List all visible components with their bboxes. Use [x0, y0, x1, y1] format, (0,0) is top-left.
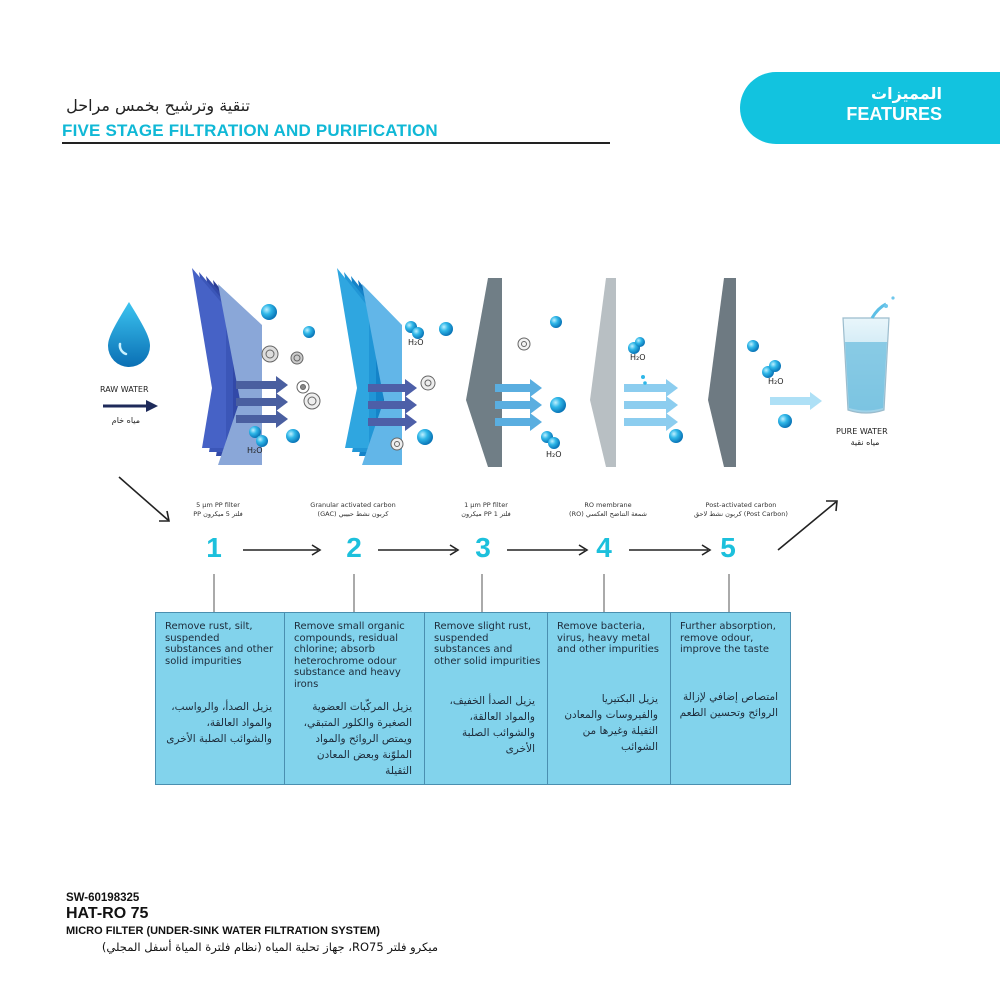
- stage-cell-4: Remove bacteria, virus, heavy metal and …: [548, 613, 671, 784]
- stage-2-ar: يزيل المركّبات العضوية الصغيرة والكلور ا…: [303, 701, 412, 777]
- h2o-label: H₂O: [247, 446, 263, 455]
- step-number-5: 5: [720, 532, 736, 563]
- stage-3-en: Remove slight rust, suspended substances…: [434, 621, 541, 667]
- filtration-diagram: [103, 268, 895, 612]
- water-molecule-icons: [249, 304, 792, 449]
- filter-label-4-ar: شمعة التناضح العكسي (RO): [569, 510, 647, 518]
- filter-label-1-ar: فلتر 5 ميكرون PP: [193, 510, 243, 518]
- features-tab: المميزات FEATURES: [740, 72, 1000, 144]
- filter-label-2-ar: كربون نشط حبيبي (GAC): [317, 510, 389, 518]
- step-number-2: 2: [346, 532, 362, 563]
- raw-water-arrow: [103, 400, 158, 412]
- stage-2-en: Remove small organic compounds, residual…: [294, 621, 405, 690]
- step-flow-arrows: [118, 476, 838, 556]
- flow-arrows-4: [624, 379, 678, 431]
- flow-arrows-2: [368, 379, 417, 431]
- step-number-4: 4: [596, 532, 612, 563]
- filter-label-2: Granular activated carbon كربون نشط حبيب…: [293, 501, 413, 519]
- header-title-en: FIVE STAGE FILTRATION AND PURIFICATION: [62, 121, 438, 140]
- product-description-ar: ميكرو فلتر RO75، جهاز تحلية المياه (نظام…: [101, 940, 438, 954]
- stage-4-ar: يزيل البكتيريا والفيروسات والمعادن الثقي…: [564, 693, 658, 753]
- filter-5-post-carbon-icon: [708, 278, 736, 467]
- filter-label-1: 5 μm PP filter فلتر 5 ميكرون PP: [158, 501, 278, 519]
- filter-2-gac-icon: [337, 268, 402, 465]
- h2o-label: H₂O: [546, 450, 562, 459]
- filter-label-3: 1 μm PP filter فلتر 1 PP ميكرون: [426, 501, 546, 519]
- stage-1-en: Remove rust, silt, suspended substances …: [165, 621, 274, 667]
- connector-lines: [213, 574, 730, 612]
- filter-label-4-en: RO membrane: [584, 501, 632, 509]
- stage-5-ar: امتصاص إضافي لإزالة الروائح وتحسين الطعم: [679, 691, 778, 719]
- product-description: MICRO FILTER (UNDER-SINK WATER FILTRATIO…: [66, 925, 380, 937]
- pure-water-label: PURE WATER: [836, 427, 888, 436]
- flow-arrows-3: [495, 379, 542, 431]
- stage-cell-2: Remove small organic compounds, residual…: [285, 613, 425, 784]
- step-number-3: 3: [475, 532, 491, 563]
- features-title-en: FEATURES: [846, 104, 942, 124]
- stage-5-en: Further absorption, remove odour, improv…: [680, 621, 776, 655]
- stage-4-en: Remove bacteria, virus, heavy metal and …: [557, 621, 659, 655]
- stage-cell-3: Remove slight rust, suspended substances…: [425, 613, 548, 784]
- filter-label-3-ar: فلتر 1 PP ميكرون: [461, 510, 511, 518]
- raw-water-label-ar: مياه خام: [111, 416, 140, 425]
- h2o-label: H₂O: [768, 377, 784, 386]
- flow-arrow-5: [770, 392, 822, 410]
- stage-description-table: Remove rust, silt, suspended substances …: [155, 612, 791, 785]
- product-model: HAT-RO 75: [66, 905, 149, 922]
- stage-cell-5: Further absorption, remove odour, improv…: [671, 613, 790, 784]
- water-drop-icon: [108, 302, 150, 367]
- contaminant-icons: [261, 337, 531, 451]
- filter-label-5-ar: (Post Carbon) كربون نشط لاحق: [694, 510, 788, 518]
- stage-cell-1: Remove rust, silt, suspended substances …: [156, 613, 285, 784]
- product-sku: SW-60198325: [66, 892, 140, 904]
- features-title-ar: المميزات: [871, 84, 942, 103]
- filter-label-1-en: 5 μm PP filter: [196, 501, 240, 509]
- raw-water-label: RAW WATER: [100, 385, 149, 394]
- h2o-label: H₂O: [408, 338, 424, 347]
- stage-1-ar: يزيل الصدأ، والرواسب، والمواد العالقة، و…: [166, 701, 272, 745]
- step-number-1: 1: [206, 532, 222, 563]
- filter-label-2-en: Granular activated carbon: [310, 501, 396, 509]
- filter-label-5: Post-activated carbon (Post Carbon) كربو…: [681, 501, 801, 519]
- water-glass-icon: [842, 296, 895, 414]
- filter-label-3-en: 1 μm PP filter: [464, 501, 508, 509]
- flow-arrows-1: [236, 376, 288, 428]
- filter-label-4: RO membrane شمعة التناضح العكسي (RO): [548, 501, 668, 519]
- filter-3-pp1-icon: [466, 278, 502, 467]
- filter-4-ro-icon: [590, 278, 616, 467]
- stage-3-ar: يزيل الصدأ الخفيف، والمواد العالقة، والش…: [449, 695, 535, 755]
- header-title-ar: تنقية وترشيح بخمس مراحل: [66, 96, 250, 115]
- pure-water-label-ar: مياه نقية: [850, 438, 880, 447]
- header-divider: [62, 142, 610, 144]
- filter-label-5-en: Post-activated carbon: [705, 501, 777, 509]
- h2o-label: H₂O: [630, 353, 646, 362]
